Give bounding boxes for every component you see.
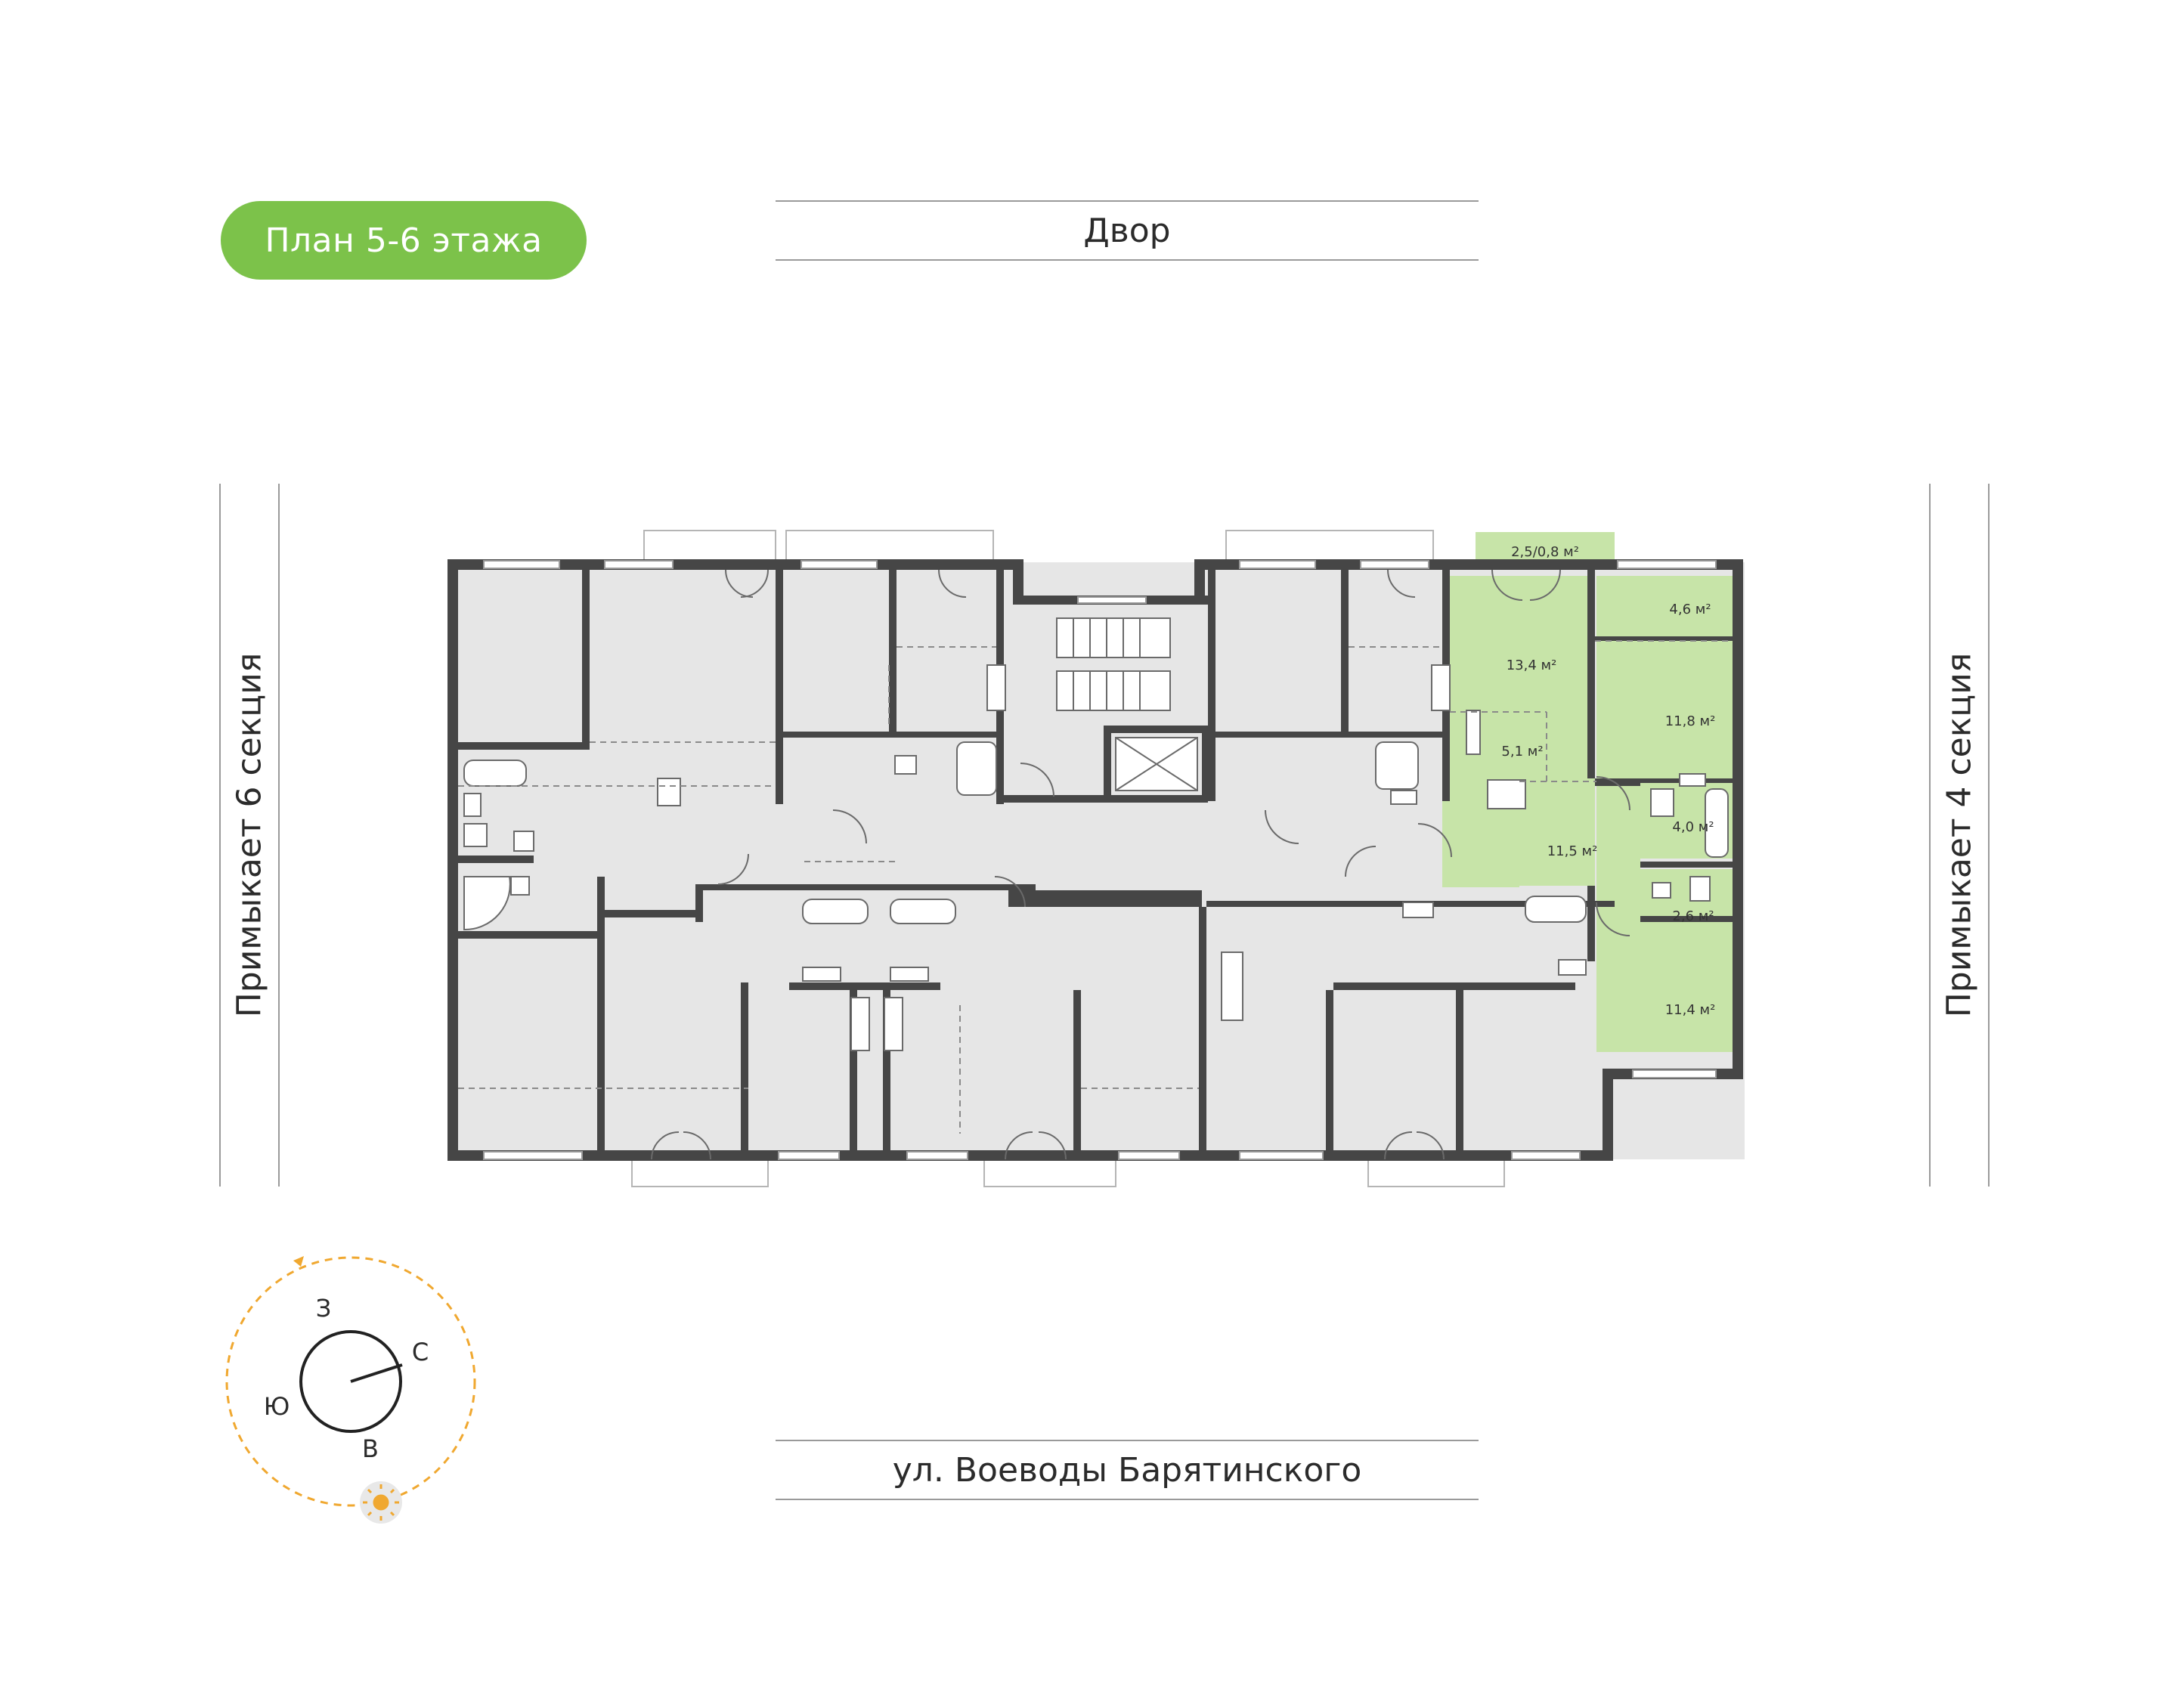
- compass-ring: [299, 1330, 402, 1433]
- stairwell: [1056, 617, 1209, 801]
- yard-label: Двор: [1083, 211, 1171, 250]
- street-name-label: ул. Воеводы Барятинского: [892, 1450, 1362, 1490]
- adjacent-section-right: Примыкает 4 секция: [1929, 484, 1990, 1187]
- floor-plan-title: План 5-6 этажа: [265, 221, 543, 260]
- plumbing-fixtures: [463, 664, 1729, 1051]
- compass-west: З: [316, 1294, 332, 1323]
- area-label-bedroom-3: 11,4 м²: [1665, 1002, 1716, 1018]
- area-label-balcony: 2,5/0,8 м²: [1511, 544, 1579, 560]
- sun-path-arc: [225, 1256, 476, 1507]
- area-label-kitchen: 5,1 м²: [1501, 744, 1543, 760]
- area-label-storage: 4,6 м²: [1669, 602, 1711, 617]
- area-label-living: 11,5 м²: [1547, 843, 1598, 859]
- adjacent-section-left: Примыкает 6 секция: [219, 484, 280, 1187]
- compass-east: В: [362, 1434, 379, 1463]
- street-label-top: Двор: [776, 200, 1479, 261]
- street-label-bottom: ул. Воеводы Барятинского: [776, 1440, 1479, 1500]
- compass-needle: [350, 1363, 403, 1383]
- compass: З С Ю В: [225, 1256, 476, 1524]
- zone-lines: [458, 640, 1733, 1134]
- sun-path-arrow-icon: [293, 1256, 304, 1267]
- compass-south: Ю: [264, 1392, 290, 1421]
- area-label-bedroom-2: 11,8 м²: [1665, 713, 1716, 729]
- doors: [651, 569, 1630, 1160]
- area-label-bath: 4,0 м²: [1672, 819, 1714, 835]
- windows: [483, 560, 1717, 1160]
- floor-plan-badge: План 5-6 этажа: [221, 201, 587, 280]
- sun-icon: [363, 1484, 399, 1521]
- area-label-bedroom-1: 13,4 м²: [1507, 658, 1557, 673]
- area-label-wc: 2,6 м²: [1672, 908, 1714, 924]
- room-area-labels: 2,5/0,8 м² 13,4 м² 5,1 м² 11,5 м² 4,6 м²…: [1501, 544, 1715, 1018]
- compass-north: С: [412, 1338, 429, 1366]
